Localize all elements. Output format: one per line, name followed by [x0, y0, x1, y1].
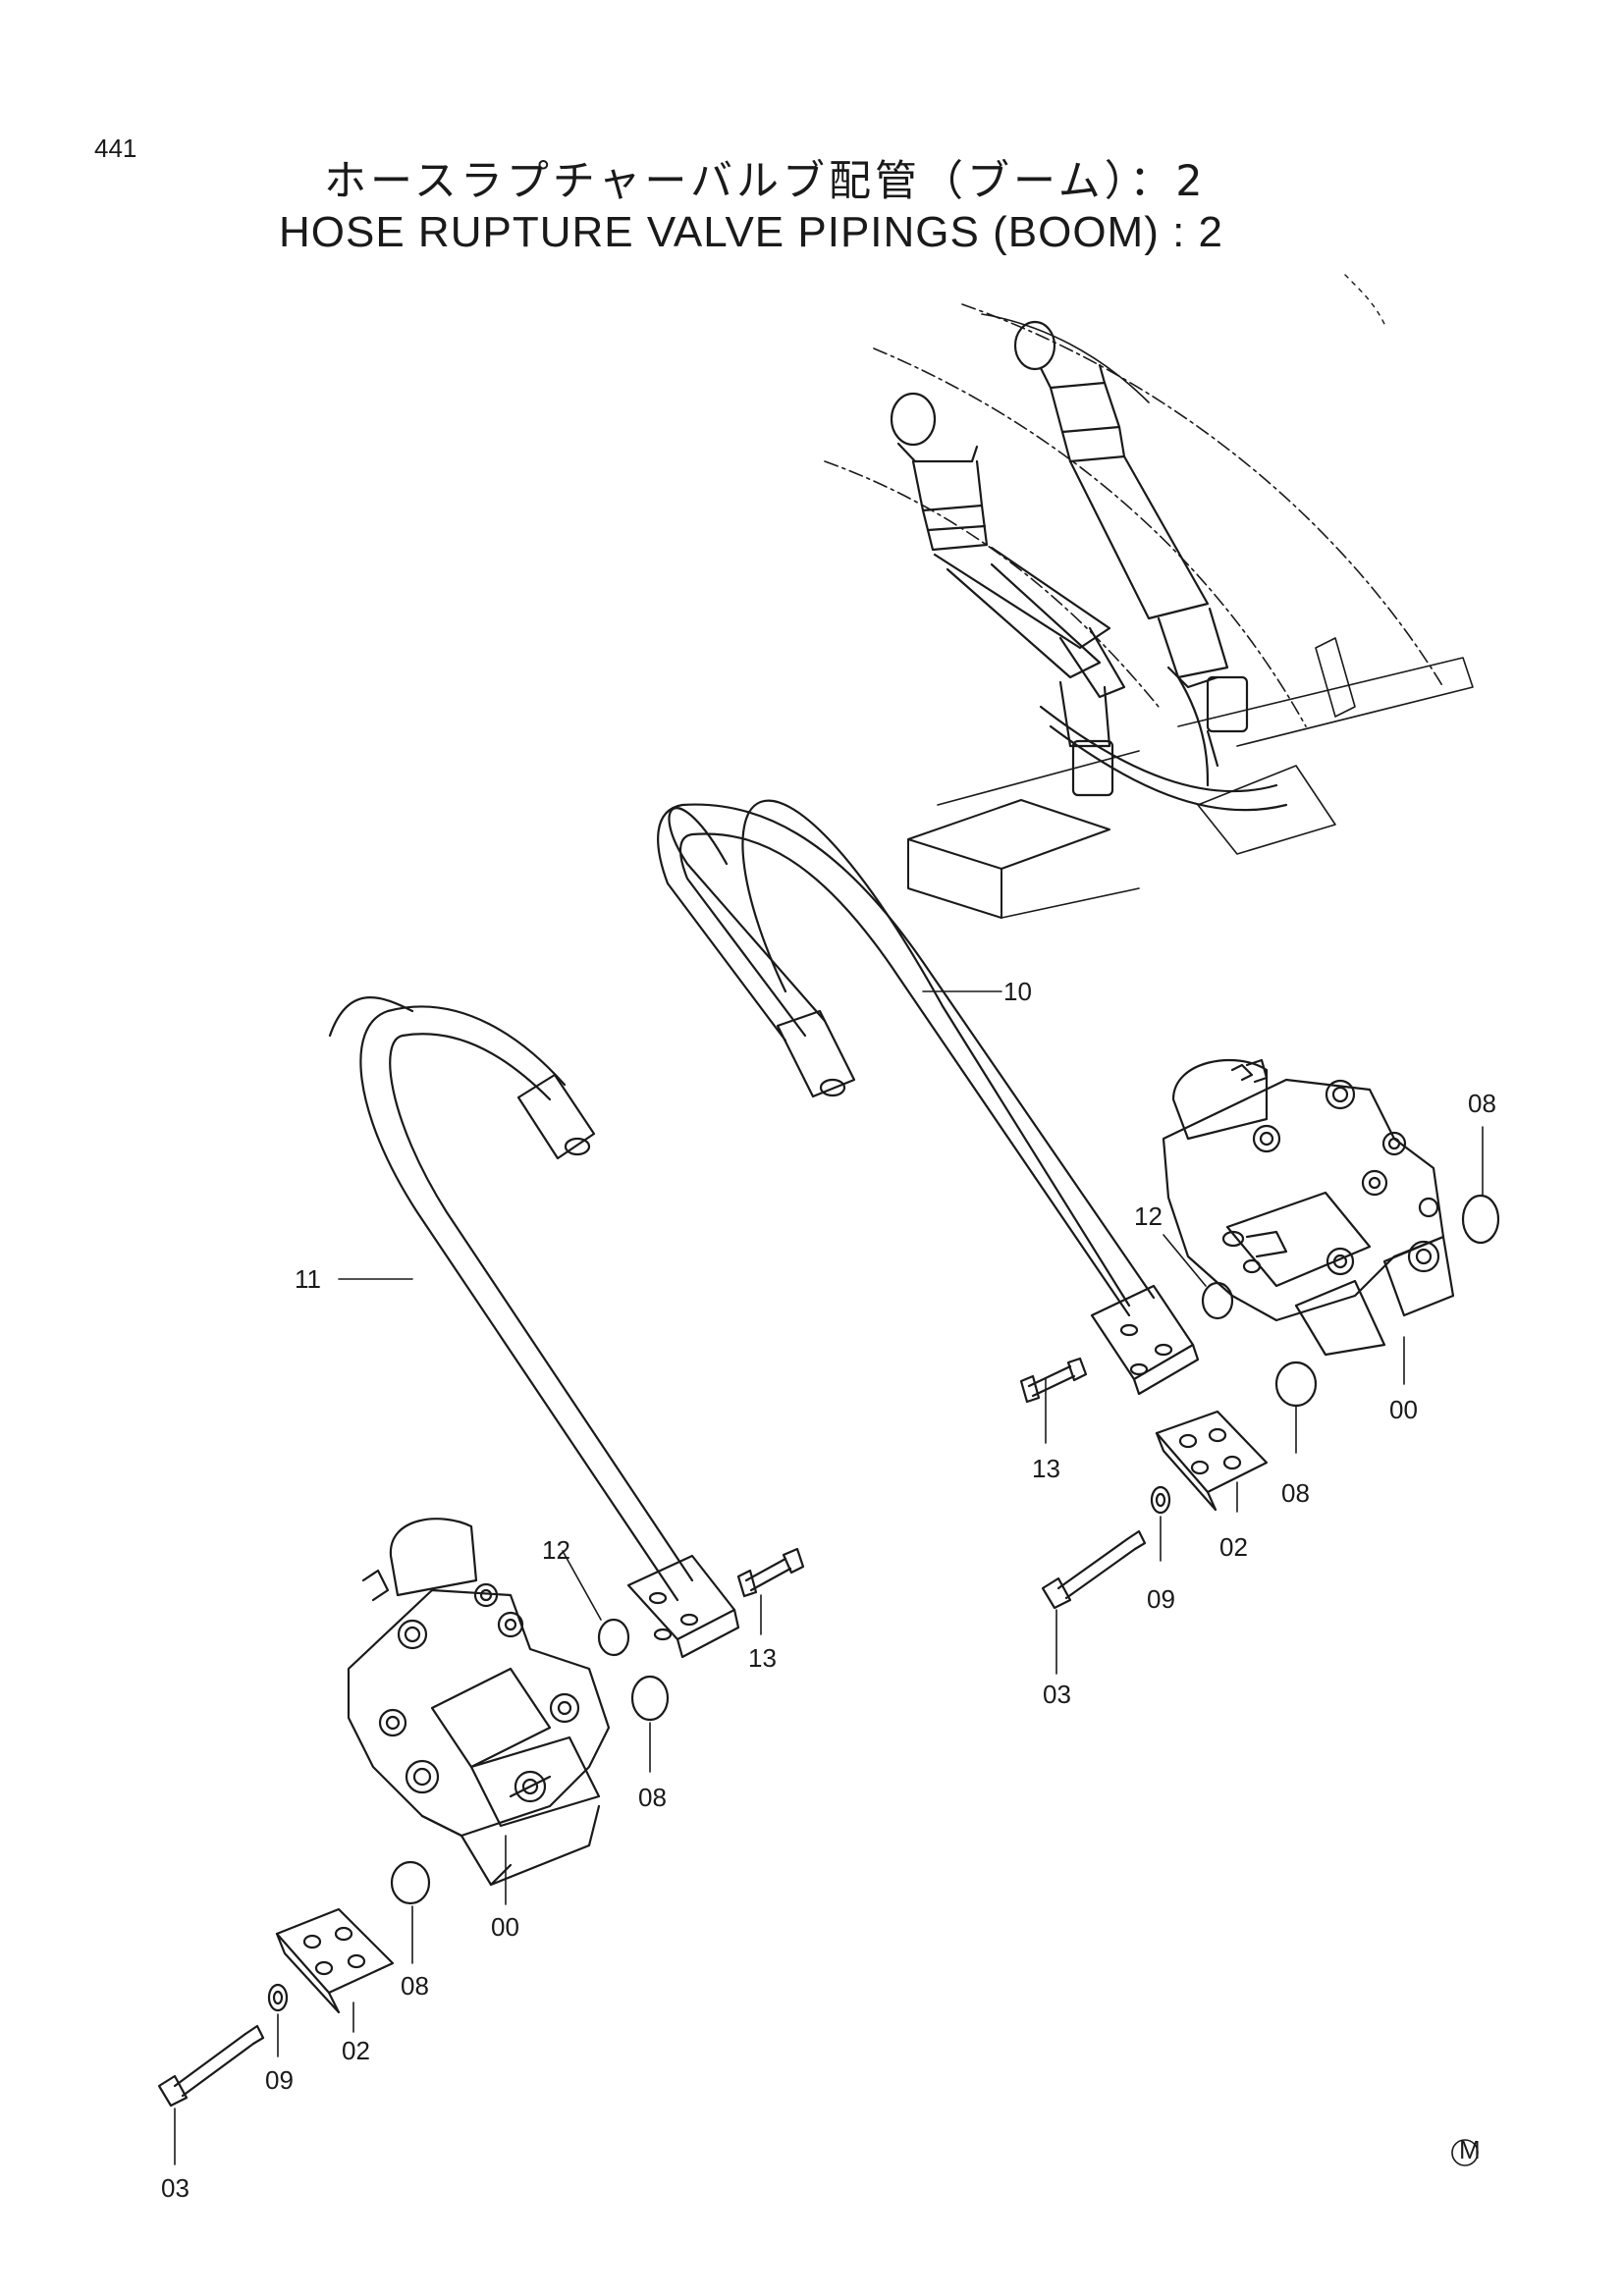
- pipe-10: [657, 799, 1200, 1396]
- washer-09-lower: [267, 1983, 289, 2012]
- o-ring-12-upper: [1201, 1281, 1234, 1320]
- page-number: 441: [94, 133, 137, 163]
- o-ring-08-upper-b: [1274, 1361, 1318, 1408]
- maker-mark-letter: M: [1459, 2135, 1481, 2164]
- flange-02-lower: [275, 1907, 395, 2014]
- title-japanese: ホースラプチャーバルブ配管（ブーム）：2: [324, 157, 1207, 206]
- callout-09-upper: 09: [1147, 1584, 1175, 1614]
- callout-09-lower: 09: [265, 2065, 294, 2095]
- rupture-valve-lower: [347, 1518, 611, 1887]
- callout-00-lower: 00: [491, 1912, 519, 1942]
- washer-09-upper: [1150, 1485, 1171, 1515]
- maker-mark: M: [1451, 2135, 1481, 2166]
- o-ring-12-lower: [597, 1618, 630, 1657]
- callout-03-lower: 03: [161, 2173, 189, 2203]
- rupture-valve-upper: [1162, 1058, 1455, 1357]
- bolt-13-upper: [1019, 1357, 1088, 1404]
- callout-12-upper: 12: [1134, 1201, 1163, 1231]
- callout-12-lower: 12: [542, 1535, 570, 1565]
- callout-03-upper: 03: [1043, 1680, 1071, 1709]
- leader-lines: [174, 990, 1484, 2165]
- bolt-13-lower: [736, 1547, 805, 1598]
- callout-02-upper: 02: [1219, 1532, 1248, 1562]
- callout-08-lower-b: 08: [401, 1971, 429, 2001]
- callout-08-lower-a: 08: [638, 1783, 667, 1812]
- flange-02-upper: [1155, 1410, 1269, 1512]
- callout-02-lower: 02: [342, 2036, 370, 2065]
- callout-13-upper: 13: [1032, 1454, 1060, 1483]
- callout-00-upper: 00: [1389, 1395, 1418, 1424]
- o-ring-08-lower-b: [390, 1860, 431, 1905]
- title-english: HOSE RUPTURE VALVE PIPINGS (BOOM) : 2: [279, 208, 1223, 256]
- bolt-03-upper: [1041, 1529, 1147, 1610]
- callout-08-upper-b: 08: [1281, 1478, 1310, 1508]
- callout-08-upper-a: 08: [1468, 1089, 1496, 1118]
- o-ring-08-upper-a: [1461, 1194, 1500, 1245]
- callout-11: 11: [295, 1264, 321, 1294]
- callout-10: 10: [1003, 977, 1032, 1006]
- callout-13-lower: 13: [748, 1643, 777, 1673]
- bolt-03-lower: [157, 2024, 265, 2108]
- boom-context-illustration: [824, 274, 1474, 919]
- pipe-11: [328, 996, 740, 1659]
- o-ring-08-lower-a: [630, 1675, 670, 1722]
